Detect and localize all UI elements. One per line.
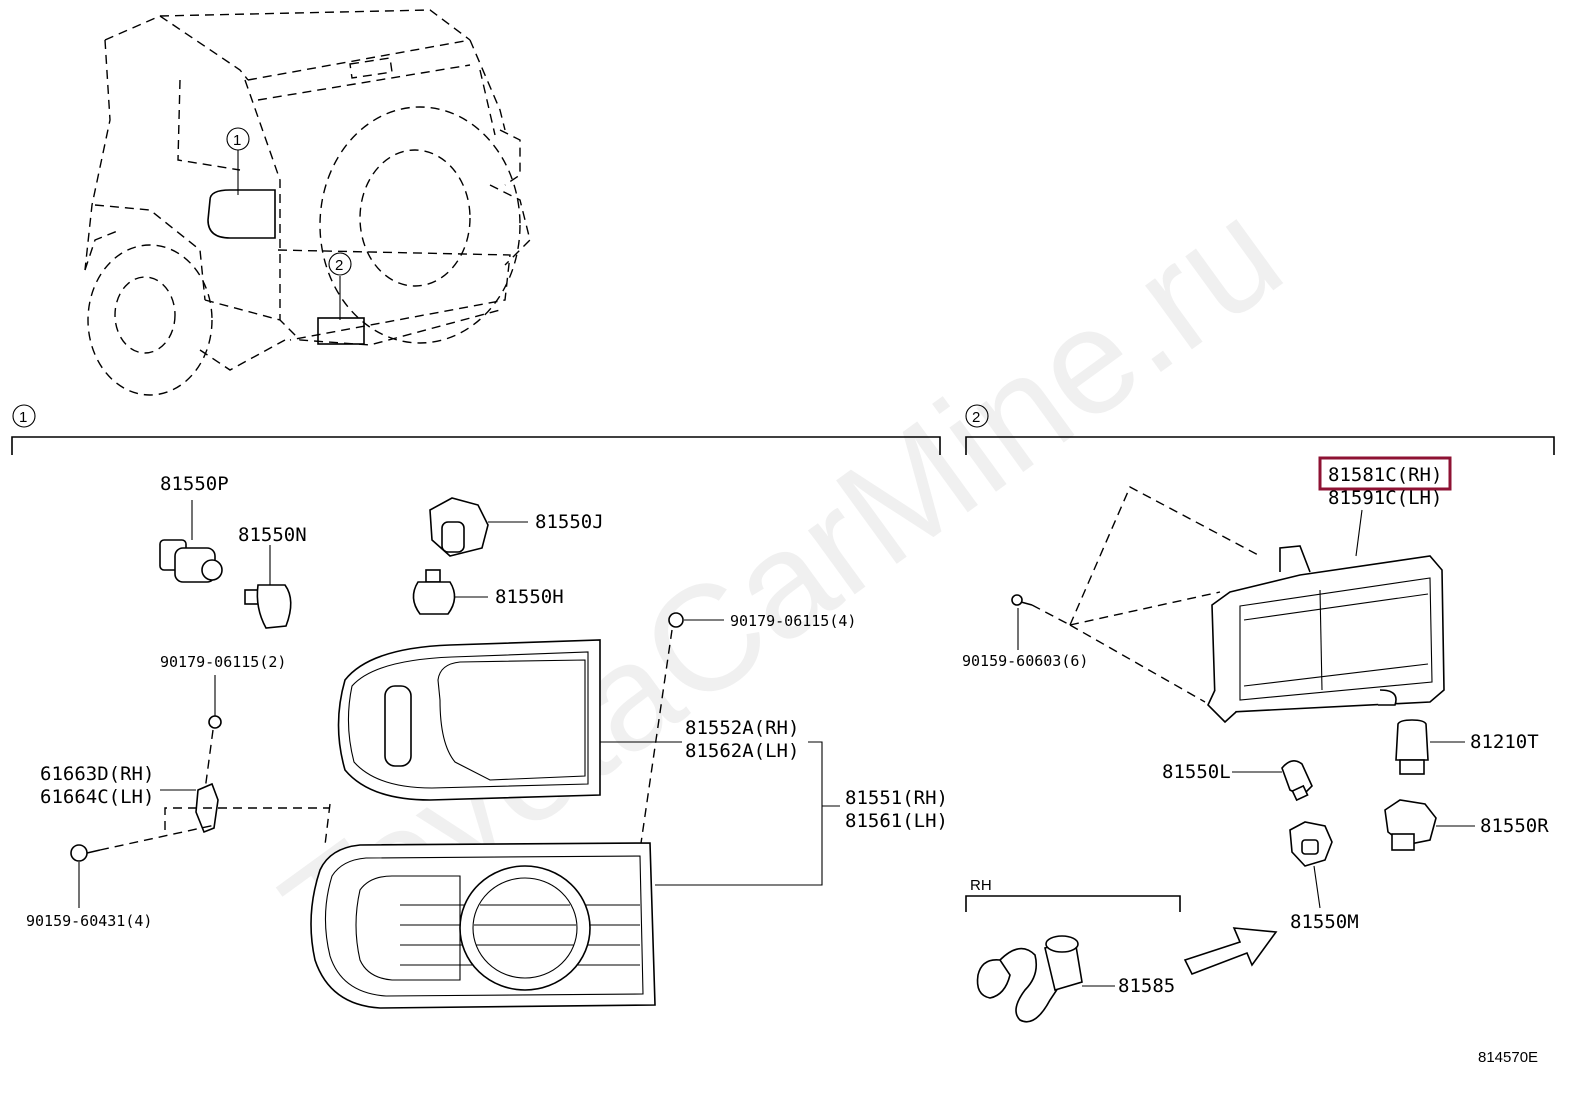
bolt-90159-60603: 90159-60603(6): [962, 594, 1088, 670]
diagram-id: 814570E: [1478, 1049, 1538, 1066]
svg-text:81550J: 81550J: [535, 511, 604, 533]
svg-text:81585: 81585: [1118, 975, 1175, 997]
bulb-81550l: 81550L: [1162, 760, 1313, 802]
bulb-81550n: 81550N: [238, 524, 307, 629]
svg-text:61663D(RH): 61663D(RH): [40, 763, 154, 785]
svg-text:90159-60431(4): 90159-60431(4): [26, 912, 152, 930]
svg-text:61664C(LH): 61664C(LH): [40, 786, 154, 808]
lamp-81551: 81551(RH) 81561(LH): [310, 741, 948, 1009]
svg-text:90159-60603(6): 90159-60603(6): [962, 652, 1088, 670]
svg-text:1: 1: [233, 132, 241, 149]
svg-text:81550P: 81550P: [160, 473, 229, 495]
clip-61663d: 61663D(RH) 61664C(LH): [40, 763, 331, 846]
svg-text:81561(LH): 81561(LH): [845, 810, 948, 832]
vehicle-rear-view: [84, 9, 531, 396]
svg-text:81550L: 81550L: [1162, 761, 1231, 783]
svg-text:1: 1: [19, 409, 27, 426]
svg-text:2: 2: [335, 257, 343, 274]
svg-text:90179-06115(4): 90179-06115(4): [730, 612, 856, 630]
socket-81550j: 81550J: [429, 497, 604, 557]
svg-text:81591C(LH): 81591C(LH): [1328, 487, 1442, 509]
svg-text:81551(RH): 81551(RH): [845, 787, 948, 809]
screw-90179-top: 90179-06115(4): [639, 612, 856, 851]
svg-text:81550M: 81550M: [1290, 911, 1359, 933]
callout-two-vehicle: 2: [328, 252, 352, 276]
bolt-90159-60431: 90159-60431(4): [26, 824, 216, 930]
svg-text:81550R: 81550R: [1480, 815, 1549, 837]
svg-text:81552A(RH): 81552A(RH): [685, 717, 799, 739]
svg-text:81210T: 81210T: [1470, 731, 1539, 753]
callout-one-vehicle: 1: [226, 127, 250, 151]
socket-81550m: 81550M: [1289, 821, 1359, 933]
reflector-81581c: 81581C(RH) 81591C(LH): [1069, 456, 1452, 724]
harness-81585: RH 81585: [965, 877, 1181, 1023]
socket-81550p: 81550P: [159, 473, 229, 583]
arrow-icon: [1183, 927, 1278, 976]
lens-81552a: 81552A(RH) 81562A(LH): [337, 639, 799, 801]
section-one-header: 1: [11, 404, 941, 455]
svg-text:81550N: 81550N: [238, 524, 307, 546]
socket-81550r: 81550R: [1384, 799, 1549, 851]
bulb-81550h: 81550H: [412, 569, 564, 615]
svg-text:2: 2: [972, 409, 980, 426]
svg-text:RH: RH: [970, 877, 992, 894]
svg-text:81562A(LH): 81562A(LH): [685, 740, 799, 762]
bulb-81210t: 81210T: [1395, 719, 1539, 775]
svg-text:81550H: 81550H: [495, 586, 564, 608]
svg-text:81581C(RH): 81581C(RH): [1328, 464, 1442, 486]
svg-text:90179-06115(2): 90179-06115(2): [160, 653, 286, 671]
section-two-header: 2: [965, 404, 1555, 455]
screw-90179-left: 90179-06115(2): [160, 653, 286, 791]
